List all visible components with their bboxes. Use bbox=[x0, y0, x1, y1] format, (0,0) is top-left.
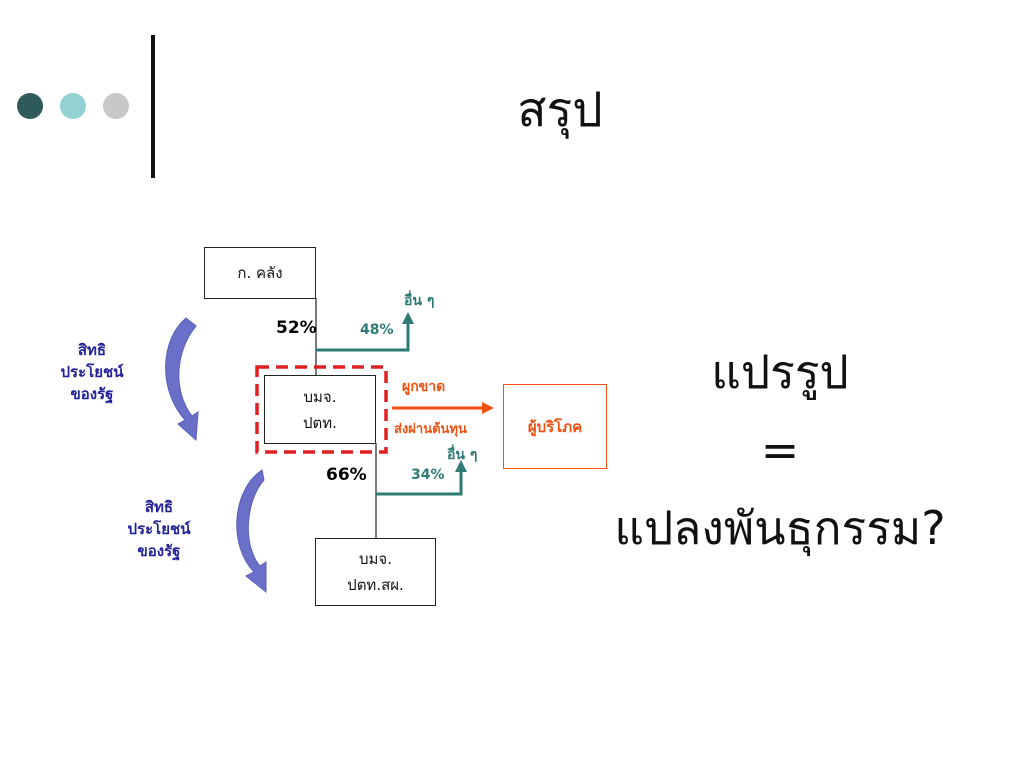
bullet-dot-teal bbox=[60, 93, 86, 119]
state-benefit-upper: สิทธิ ประโยชน์ ของรัฐ bbox=[60, 341, 124, 403]
share-ptt-label: 66% bbox=[326, 465, 367, 485]
share-mof-label: 52% bbox=[276, 318, 317, 338]
conclusion-equals: = bbox=[760, 423, 800, 477]
pass-through-label: ส่งผ่านต้นทุน bbox=[394, 422, 467, 437]
others-1-label: อื่น ๆ bbox=[404, 293, 435, 309]
curved-arrow-lower bbox=[236, 469, 267, 594]
conclusion-privatize: แปรรูป bbox=[711, 345, 849, 399]
ptt-box: บมจ. ปตท. bbox=[264, 375, 376, 444]
share-others-2-label: 34% bbox=[411, 467, 445, 483]
others-2-label: อื่น ๆ bbox=[447, 447, 478, 463]
title-divider bbox=[151, 35, 155, 178]
bullet-dot-grey bbox=[103, 93, 129, 119]
monopoly-label: ผูกขาด bbox=[402, 379, 446, 395]
curved-arrow-upper bbox=[165, 317, 199, 442]
mof-box: ก. คลัง bbox=[204, 247, 316, 299]
ptt-ep-box: บมจ. ปตท.สผ. bbox=[315, 538, 436, 606]
arrow-others-2 bbox=[376, 460, 467, 496]
share-others-1-label: 48% bbox=[360, 322, 394, 338]
ptt-highlight-frame bbox=[255, 365, 388, 454]
state-benefit-lower: สิทธิ ประโยชน์ ของรัฐ bbox=[127, 498, 191, 560]
slide-title: สรุป bbox=[517, 82, 603, 138]
consumer-box: ผู้บริโภค bbox=[503, 384, 607, 469]
bullet-dot-dark bbox=[17, 93, 43, 119]
conclusion-gmo: แปลงพันธุกรรม? bbox=[614, 501, 946, 555]
arrow-others-1 bbox=[316, 312, 414, 352]
